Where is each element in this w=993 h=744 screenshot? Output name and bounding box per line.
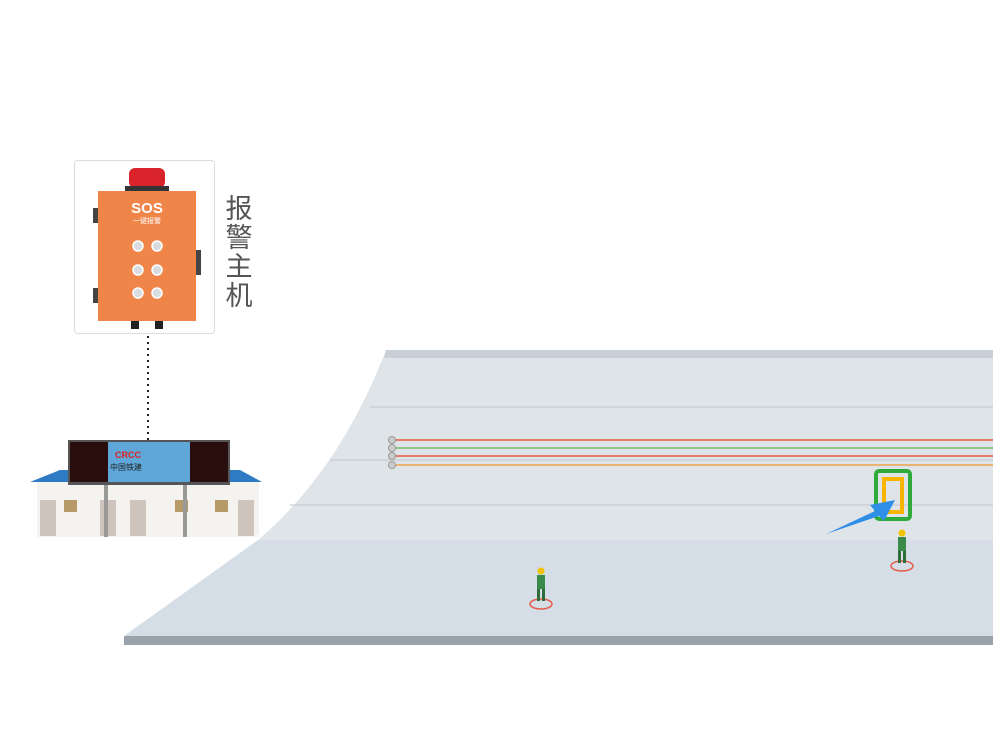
tunnel-structure [124, 350, 993, 645]
worker-1 [529, 567, 553, 610]
sos-button-icon [882, 477, 904, 514]
device-buttons [132, 240, 163, 299]
worker-2 [890, 529, 914, 572]
logo-text: CRCC [115, 450, 141, 460]
sensor-cables [388, 436, 993, 469]
beacon-light-icon [129, 168, 165, 188]
device-subtitle: 一键报警 [133, 217, 161, 225]
pointer-arrow-icon [826, 500, 895, 534]
company-banner [108, 442, 190, 482]
led-board-right [190, 442, 228, 482]
led-board-left [70, 442, 108, 482]
alarm-host-label: 报警主机 [225, 194, 253, 312]
sos-button-highlight[interactable] [874, 469, 912, 521]
device-title: SOS [131, 200, 163, 217]
company-text: 中国铁建 [110, 462, 142, 472]
site-office-building: CRCC 中国铁建 [30, 440, 262, 537]
